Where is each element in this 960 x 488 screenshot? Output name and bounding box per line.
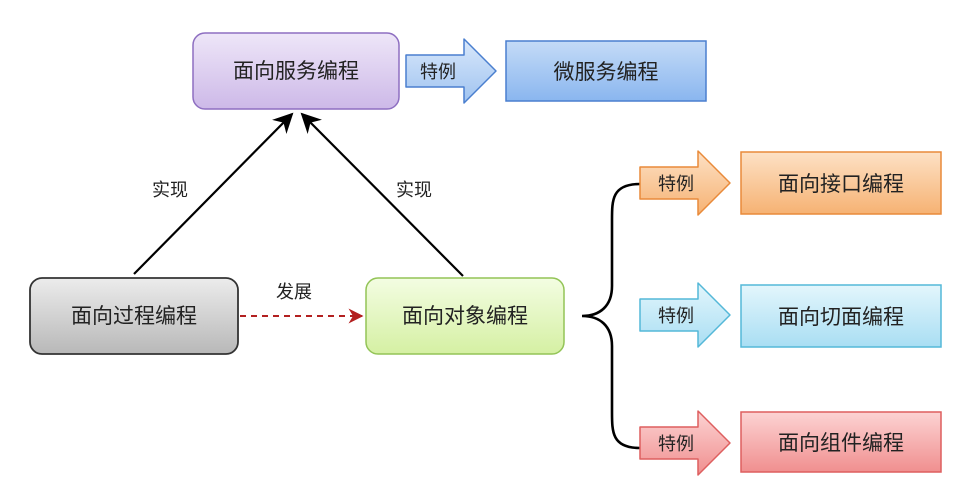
aspect-node: 面向切面编程: [740, 284, 942, 348]
component-node: 面向组件编程: [740, 411, 942, 473]
interface-node-label: 面向接口编程: [778, 172, 904, 196]
soa-node: 面向服务编程: [192, 32, 400, 110]
oop-node-label: 面向对象编程: [402, 304, 528, 328]
oop-node: 面向对象编程: [365, 277, 565, 355]
special-case-label-component: 特例: [658, 434, 694, 455]
implement-label-left: 实现: [152, 180, 188, 201]
special-case-label-microservice: 特例: [420, 62, 456, 83]
special-case-arrow-aspect: 特例: [639, 282, 731, 348]
procedural-node: 面向过程编程: [29, 277, 239, 355]
procedural-node-label: 面向过程编程: [71, 304, 197, 328]
aspect-node-label: 面向切面编程: [778, 305, 904, 329]
microservice-node-label: 微服务编程: [554, 60, 659, 84]
implement-label-right: 实现: [396, 180, 432, 201]
implement-edge-right: [300, 112, 464, 277]
component-node-label: 面向组件编程: [778, 431, 904, 455]
special-case-label-aspect: 特例: [658, 306, 694, 327]
special-case-arrow-microservice: 特例: [405, 38, 497, 104]
interface-node: 面向接口编程: [740, 151, 942, 215]
special-case-arrow-component: 特例: [639, 410, 731, 476]
special-case-brace: [581, 182, 641, 450]
microservice-node: 微服务编程: [505, 40, 707, 102]
special-case-arrow-interface: 特例: [639, 150, 731, 216]
special-case-label-interface: 特例: [658, 174, 694, 195]
implement-edge-left: [133, 112, 294, 275]
soa-node-label: 面向服务编程: [233, 59, 359, 83]
evolve-label: 发展: [276, 282, 312, 303]
